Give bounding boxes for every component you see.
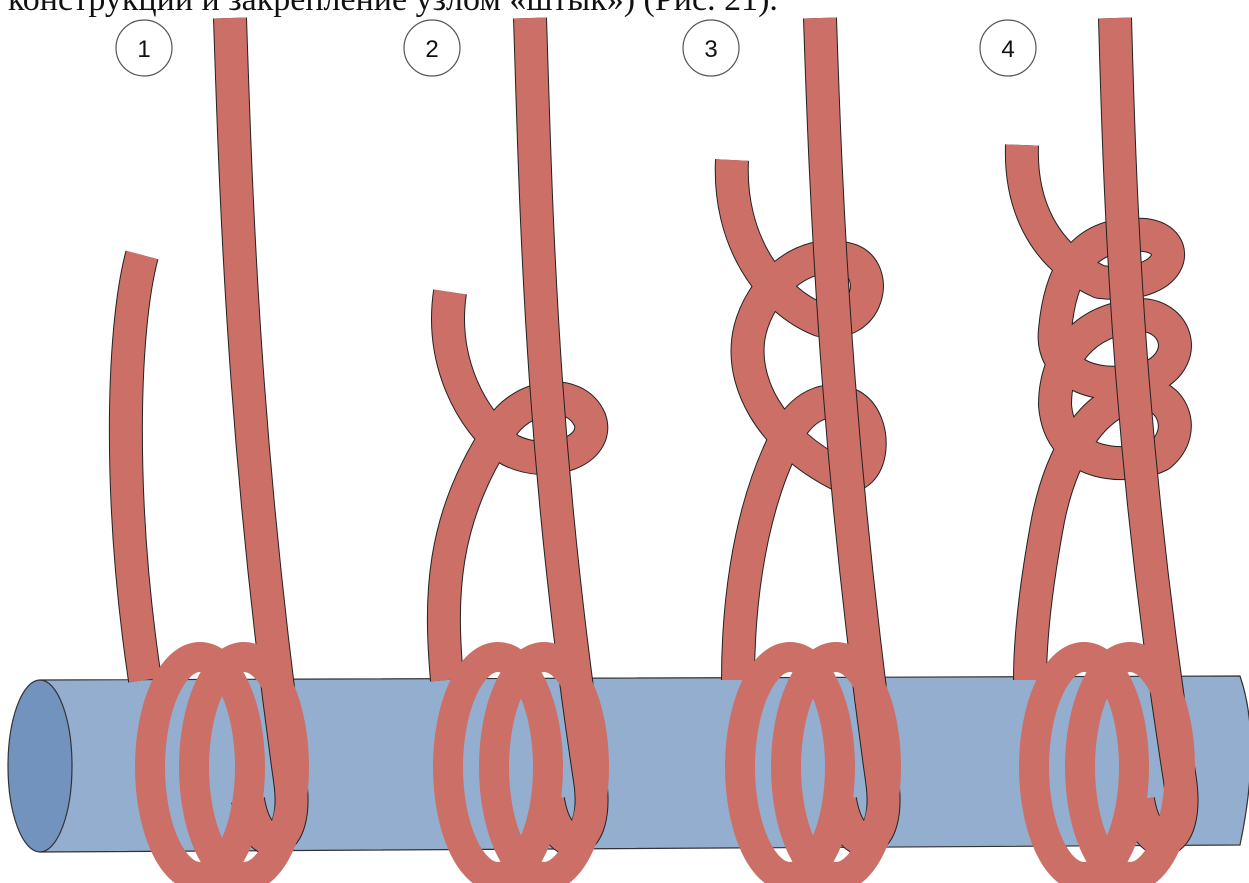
pipe-end [8,680,72,852]
step-number: 3 [704,36,717,63]
step-number: 4 [1001,36,1014,63]
step-number: 1 [137,36,150,63]
step-number: 2 [425,36,438,63]
